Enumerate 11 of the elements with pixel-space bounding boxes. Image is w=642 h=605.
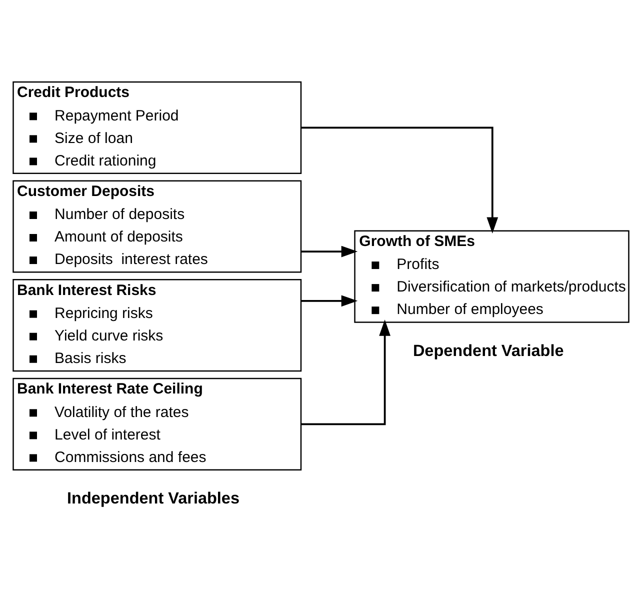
node-box: Credit Products Repayment Period Size of loan Credit rationing (12, 81, 302, 174)
arrow (301, 295, 358, 307)
node-box: Customer Deposits Number of deposits Amount of deposits Deposits interest rates (12, 180, 302, 273)
node-box: Bank Interest Rate Ceiling Volatility of the rates Level of interest Commissions and fees (12, 378, 302, 470)
label: Independent Variables (67, 489, 240, 508)
arrow (301, 246, 358, 258)
arrow (301, 126, 498, 234)
node-box: Bank Interest Risks Repricing risks Yield curve risks Basis risks (12, 279, 302, 372)
node-box: Growth of SMEs Profits Diversification of markets/products Number of employees (354, 230, 630, 323)
arrow (301, 320, 390, 426)
label: Dependent Variable (412, 342, 564, 360)
